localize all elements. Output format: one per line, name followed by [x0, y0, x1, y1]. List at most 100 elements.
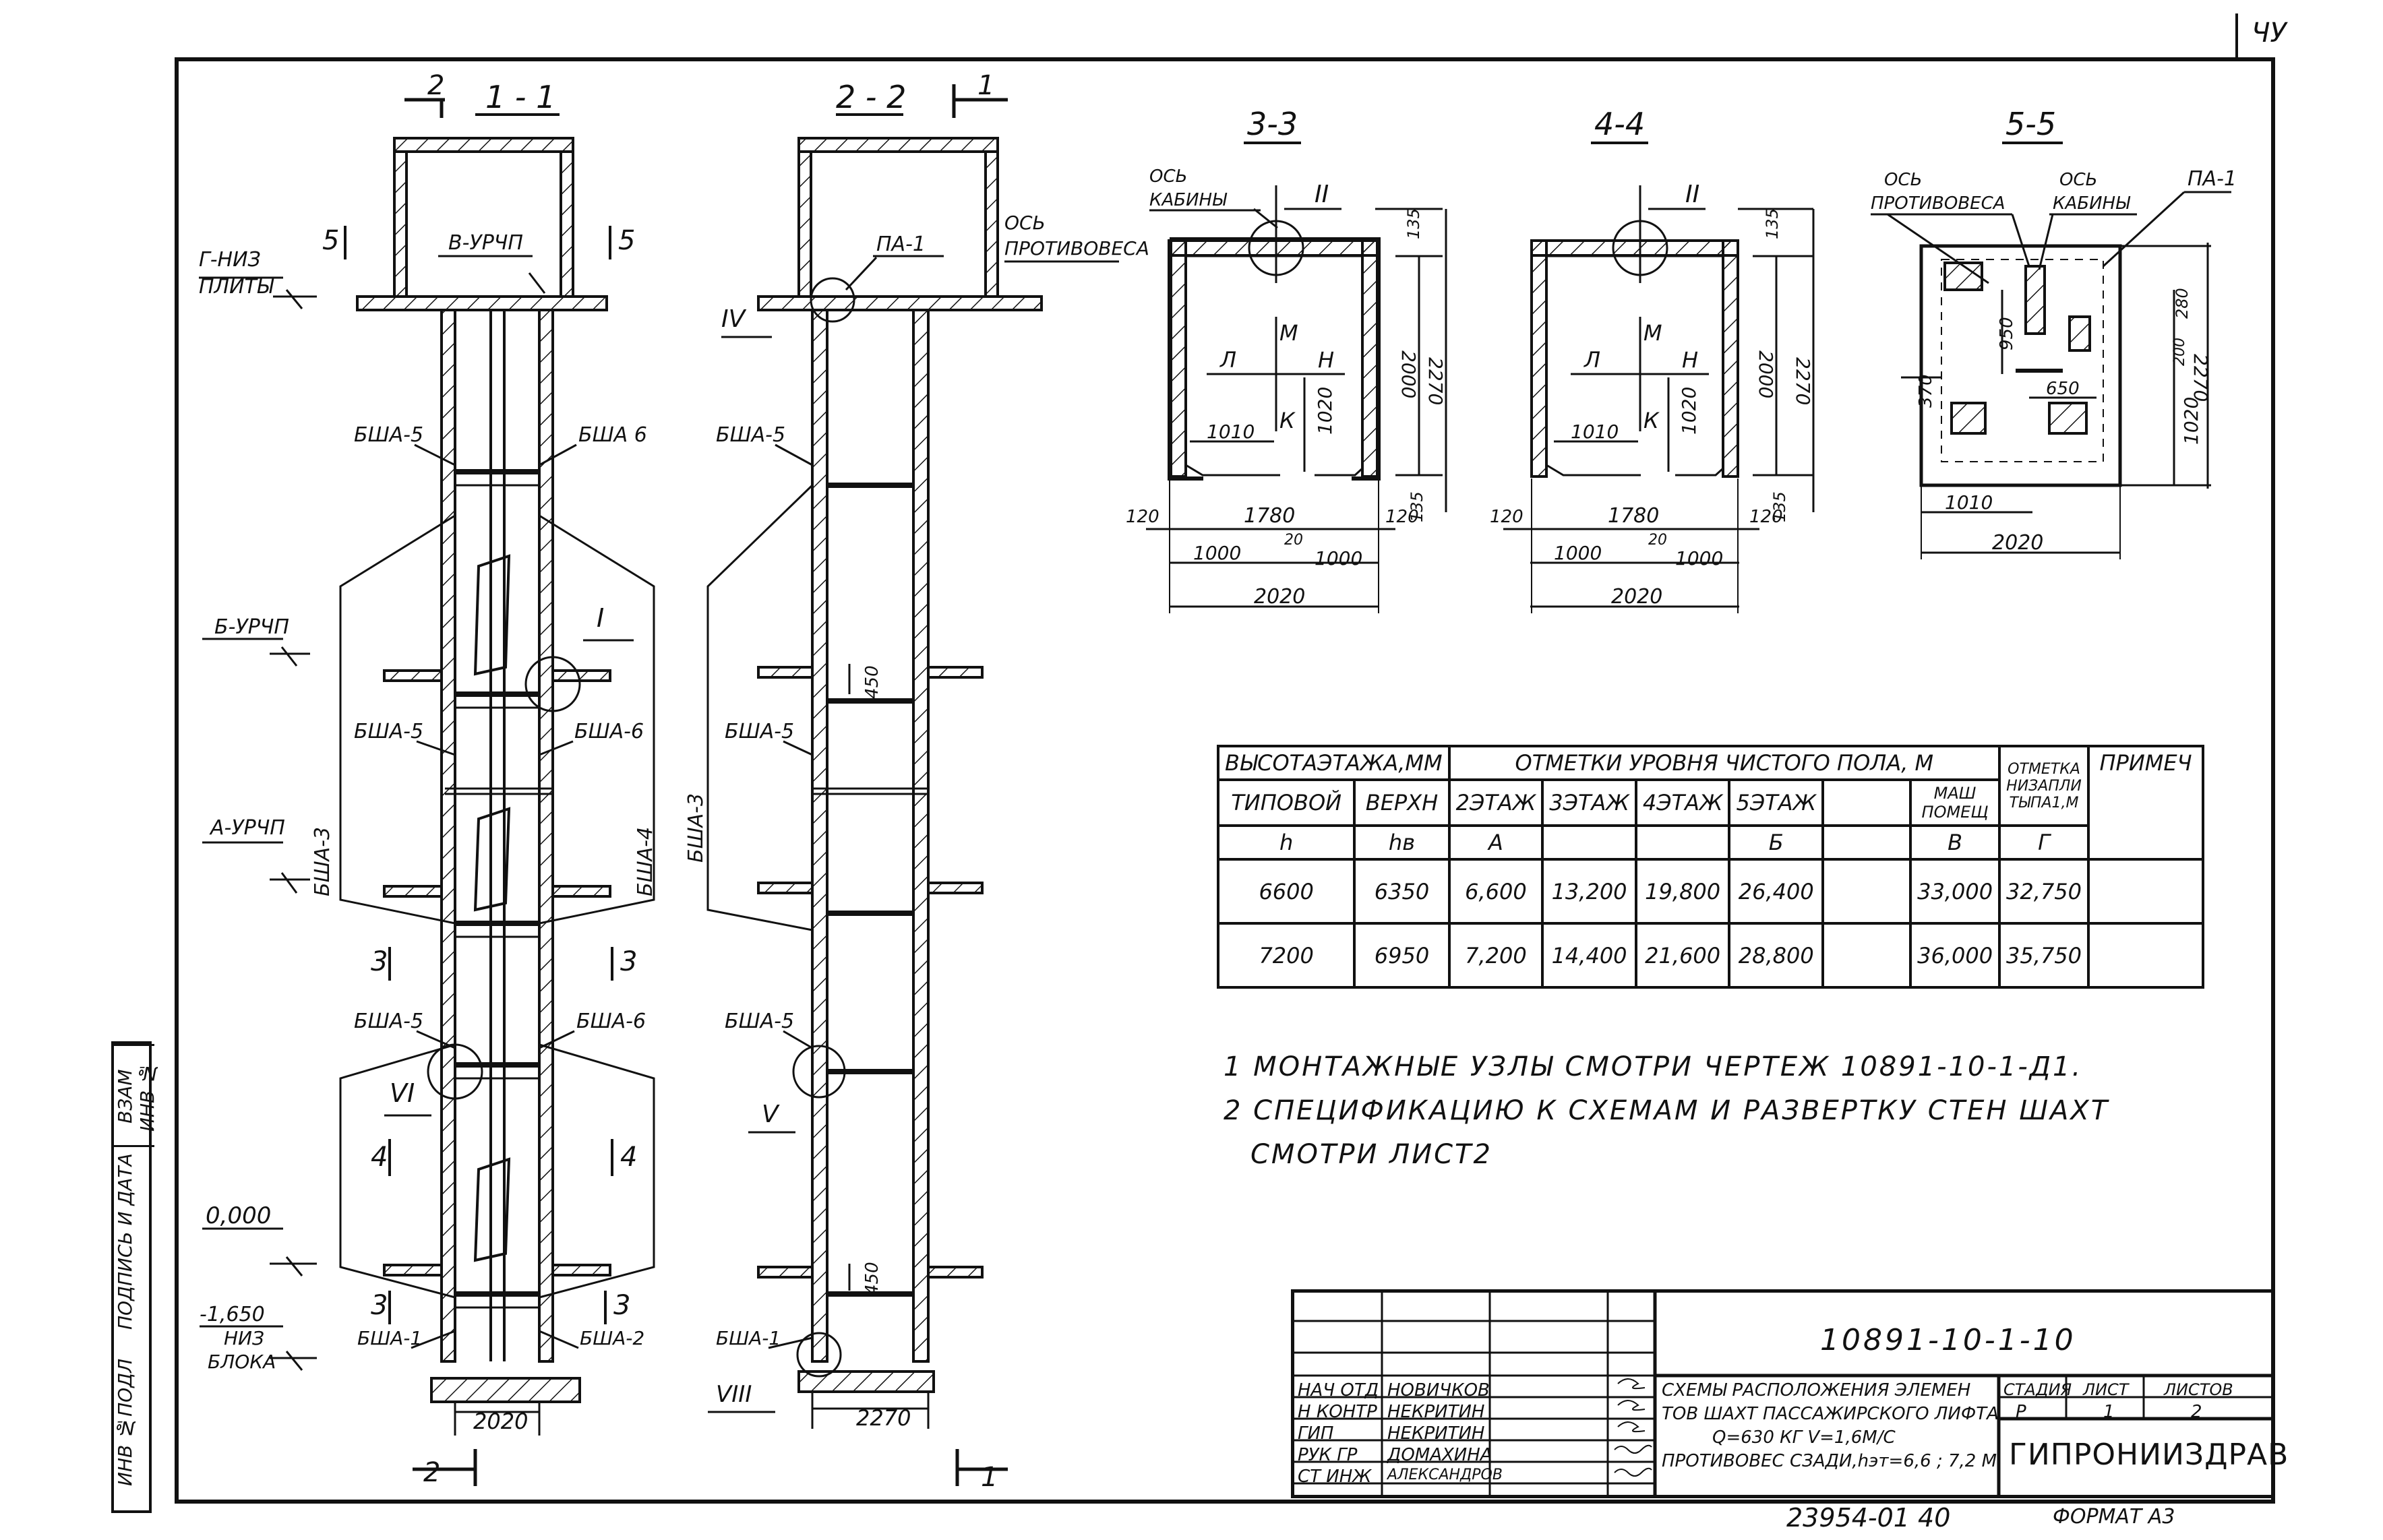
- plan44-dim-120-right: 120: [1749, 507, 1783, 527]
- plan33-dim-135-bottom: 135: [1408, 491, 1426, 522]
- machine-room-slab-2: [757, 295, 1043, 311]
- cut-mark-3-left: 3: [371, 946, 388, 977]
- organization: ГИПРОНИИЗДРАВ: [2009, 1438, 2289, 1472]
- corner-mark: ЧУ: [2252, 18, 2288, 49]
- plan55-dim-650: 650: [2046, 379, 2080, 399]
- plan33-dim-1000-right: 1000: [1315, 547, 1362, 569]
- plan33-label-K: К: [1279, 408, 1296, 433]
- machine-room-wall-right-2: [984, 150, 999, 298]
- label-bsha1-1: БША-1: [357, 1327, 422, 1349]
- note-3: СМОТРИ ЛИСТ2: [1250, 1139, 1492, 1170]
- plan-3-3: 3-3 II ОСЬ КАБИНЫ М Л Н К 1010 1020 135 …: [1126, 106, 1447, 613]
- level-niz: НИЗ: [224, 1327, 264, 1349]
- plan33-label-L: Л: [1219, 347, 1236, 373]
- label-pa1-22: ПА-1: [876, 233, 926, 256]
- cut-mark-3-lower-left: 3: [371, 1290, 388, 1321]
- plan-4-4: 4-4 II М Л Н К 1010 1020 135 2000 2270 1…: [1490, 106, 1815, 613]
- table-cell: [2087, 858, 2205, 925]
- label-bsha5-3: БША-5: [354, 1010, 423, 1033]
- node-circle-VI: [427, 1043, 483, 1100]
- title-block-grid: [1291, 1289, 2275, 1498]
- role-3: РУК ГР: [1298, 1445, 1358, 1465]
- axis-os-22: ОСЬ: [1004, 212, 1046, 234]
- label-bsha4: БША-4: [634, 827, 657, 896]
- shaft-wall-left: [440, 309, 456, 1363]
- name-2: НЕКРИТИН: [1387, 1423, 1485, 1444]
- title-line-2: ТОВ ШАХТ ПАССАЖИРСКОГО ЛИФТА: [1662, 1404, 1999, 1424]
- table-letter: Г: [1998, 824, 2090, 861]
- floor-slab: [383, 1264, 443, 1276]
- table-sub: 5ЭТАЖ: [1728, 778, 1825, 827]
- floor-slab-2: [927, 666, 984, 679]
- cut-mark-3-lower-right: 3: [613, 1290, 630, 1321]
- floor-slab: [383, 669, 443, 682]
- plan33-label-N: Н: [1318, 347, 1334, 373]
- table-letter: Б: [1728, 824, 1825, 861]
- axis-os-55a: ОСЬ: [1884, 170, 1922, 190]
- cut-mark-5-right: 5: [618, 225, 635, 256]
- axis-protivovesa-22: ПРОТИВОВЕСА: [1004, 237, 1149, 259]
- plan33-dim-135-top: 135: [1404, 208, 1423, 239]
- table-sub: [1821, 778, 1912, 827]
- plan55-opening-2: [2024, 265, 2046, 335]
- table-letter: h: [1216, 824, 1356, 861]
- plan-5-5-title: 5-5: [2005, 106, 2056, 142]
- machine-room-wall-left: [393, 150, 408, 298]
- plan33-wall-left: [1170, 239, 1187, 478]
- plan44-dim-1780: 1780: [1608, 504, 1659, 528]
- table-letter: А: [1447, 824, 1544, 861]
- plan55-slab-outline: [1919, 244, 2122, 487]
- table-sub: 2ЭТАЖ: [1447, 778, 1544, 827]
- table-cell: 35,750: [1998, 922, 2090, 989]
- title-line-4: ПРОТИВОВЕС СЗАДИ,hэт=6,6 ; 7,2 М: [1662, 1451, 1997, 1471]
- name-4: АЛЕКСАНДРОВ: [1387, 1467, 1503, 1483]
- node-circle-I: [524, 656, 581, 712]
- cut-mark-1-bottom: 1: [981, 1462, 998, 1493]
- table-sub: МАШ ПОМЕЩ: [1909, 778, 2001, 827]
- label-bsha6-3: БША-6: [576, 1010, 646, 1033]
- label-bsha3-1: БША-3: [311, 827, 334, 896]
- plan-4-4-title: 4-4: [1594, 106, 1645, 142]
- plan44-wall-right: [1722, 239, 1739, 478]
- plan44-dim-1000-right: 1000: [1675, 547, 1723, 569]
- table-cell: 14,400: [1541, 922, 1637, 989]
- table-cell: 36,000: [1909, 922, 2001, 989]
- title-line-1: СХЕМЫ РАСПОЛОЖЕНИЯ ЭЛЕМЕН: [1662, 1380, 1971, 1400]
- stamp-inv-podl: ИНВ №ПОДЛ: [114, 1358, 136, 1486]
- plan55-dim-2270: 2270: [2190, 354, 2212, 402]
- cut-mark-2-bottom: 2: [423, 1457, 440, 1488]
- table-cell: 28,800: [1728, 922, 1825, 989]
- plan44-wall-top: [1530, 239, 1739, 257]
- listov-header: ЛИСТОВ: [2164, 1380, 2233, 1399]
- sheet-frame: [175, 57, 2275, 1504]
- label-bsha3-2: БША-3: [684, 793, 708, 863]
- note-2: 2 СПЕЦИФИКАЦИЮ К СХЕМАМ И РАЗВЕРТКУ СТЕН…: [1224, 1095, 2110, 1126]
- plan33-label-M: М: [1279, 320, 1298, 346]
- axis-os-55b: ОСЬ: [2059, 170, 2097, 190]
- section-2-2: 2 - 2 1 ПА-1 ОСЬ ПРОТИВОВЕСА IV: [684, 70, 1149, 1493]
- drawing-code: 10891-10-1-10: [1820, 1323, 2076, 1357]
- stadia-header: СТАДИЯ: [2003, 1380, 2072, 1399]
- plan55-dim-280: 280: [2173, 288, 2192, 319]
- table-letter: В: [1909, 824, 2001, 861]
- section-2-2-title: 2 - 2: [836, 79, 906, 115]
- floor-slab: [551, 669, 611, 682]
- floor-slab-2: [757, 666, 814, 679]
- floor-slab-2: [757, 882, 814, 894]
- cut-mark-3-right: 3: [620, 946, 637, 977]
- table-letters-row: h hв А Б В Г: [1216, 824, 2203, 861]
- plan44-label-K: К: [1643, 408, 1660, 433]
- plan33-dim-2270: 2270: [1424, 357, 1447, 405]
- table-header-vysota: ВЫСОТАЭТАЖА,ММ: [1217, 745, 1451, 781]
- plan44-dim-2020: 2020: [1611, 585, 1662, 609]
- axis-os-33: ОСЬ: [1149, 166, 1187, 187]
- plan55-dim-950: 950: [1997, 317, 2017, 350]
- node-mark-VI: VI: [390, 1078, 415, 1108]
- table-letter: [1634, 824, 1731, 861]
- stamp-podpis: ПОДПИСЬ И ДАТА: [114, 1145, 154, 1336]
- door-opening-upper: [473, 554, 511, 676]
- axis-protivovesa-55: ПРОТИВОВЕСА: [1871, 193, 2005, 214]
- table-letter: [1541, 824, 1637, 861]
- pit-slab-1: [430, 1377, 581, 1403]
- node-mark-I: I: [597, 603, 604, 633]
